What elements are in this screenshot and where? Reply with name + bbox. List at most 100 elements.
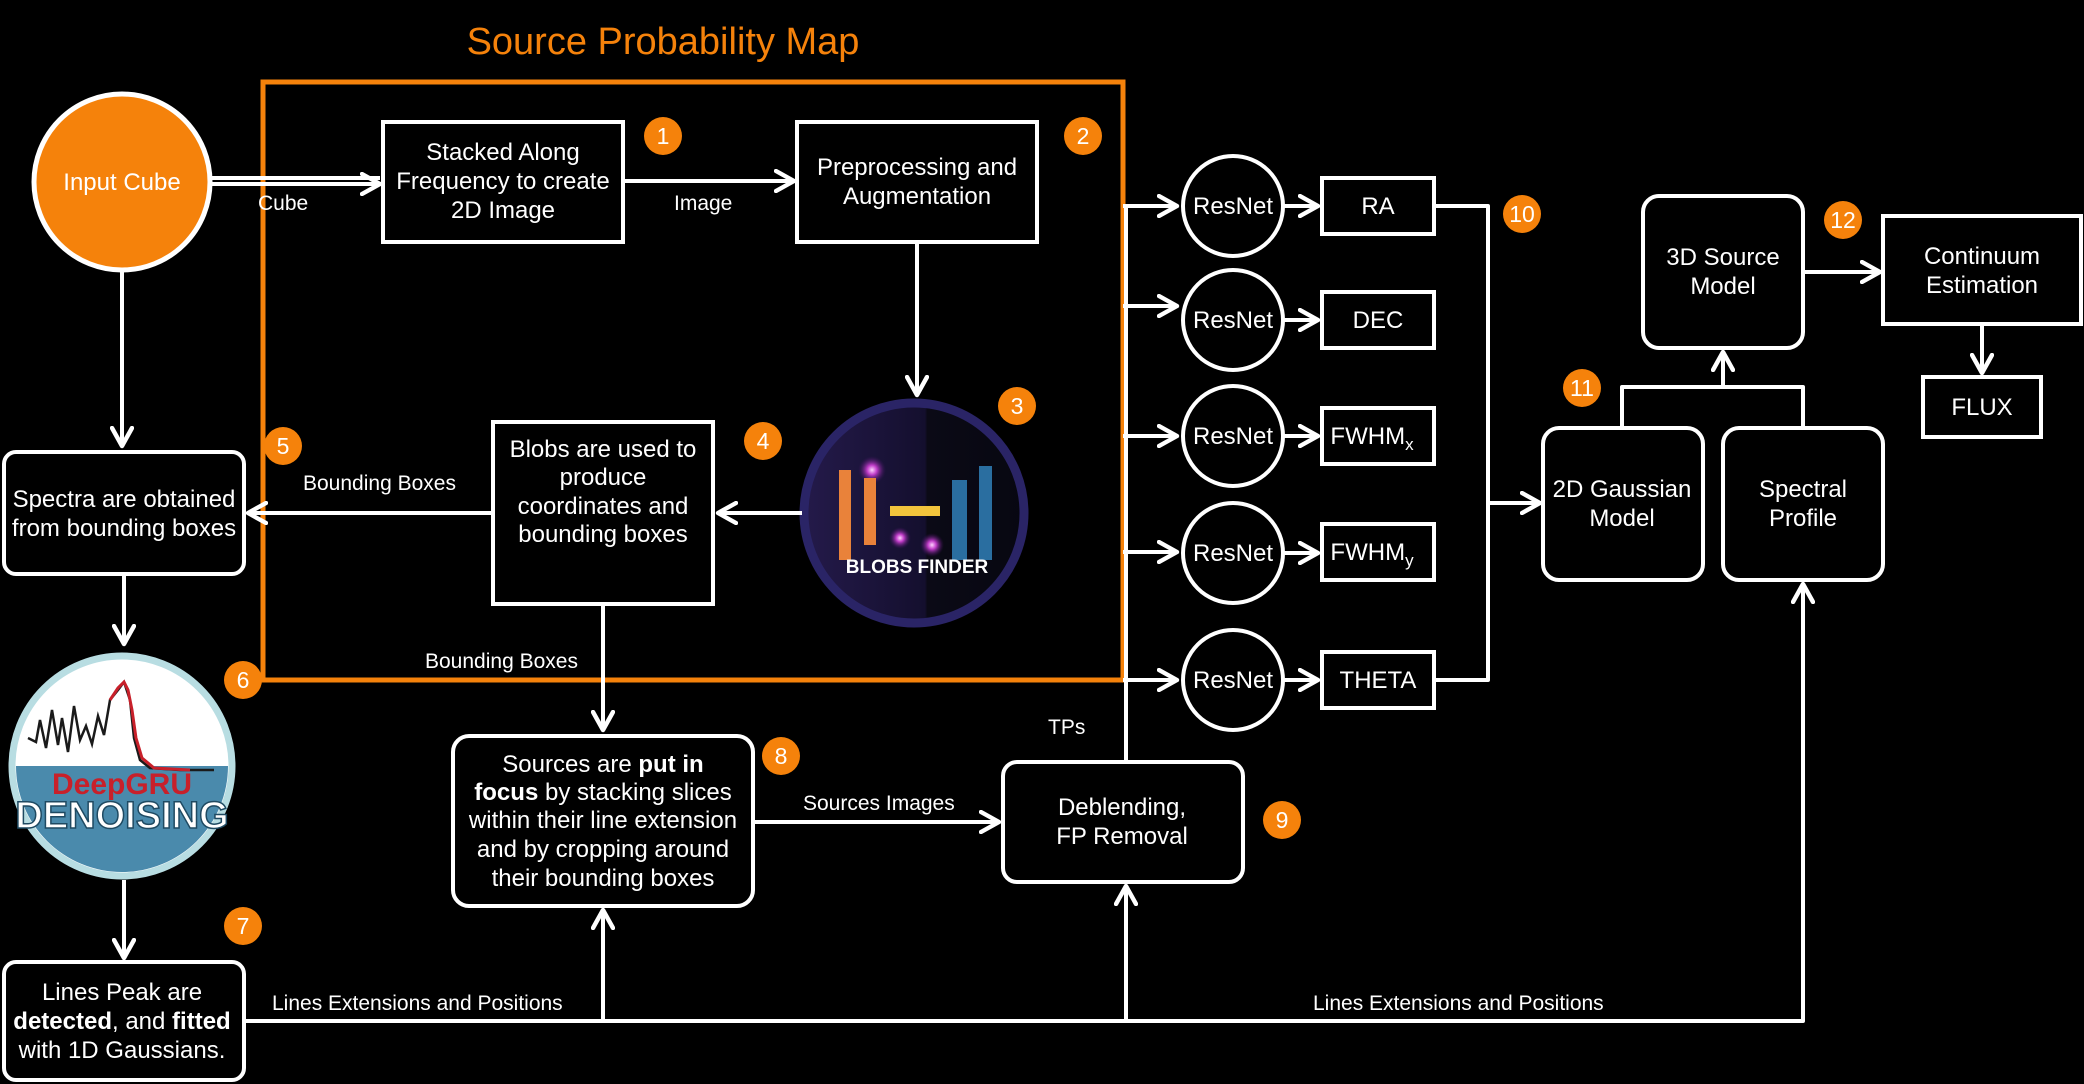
lines-peak-and: , and [112,1008,172,1035]
fwhm-y-box [1320,522,1436,582]
lines-extensions-label-right: Lines Extensions and Positions [1313,992,1604,1015]
spectra-box-line: Spectra are obtained [13,486,236,513]
gaussian-2d-line: 2D Gaussian [1553,476,1692,503]
deepgru-subtitle: DENOISING [15,795,228,837]
focus-box-line-2: focus by stacking slices [474,779,731,806]
step-badge: 12 [1824,201,1862,239]
blobs-box-line: produce [560,464,647,491]
blobs-finder-logo: BLOBS FINDER [799,398,1029,628]
bounding-boxes-label-left: Bounding Boxes [303,472,456,495]
resnet-node: ResNet [1181,154,1285,258]
deblending-box [1001,760,1245,884]
resnet-label: ResNet [1193,423,1273,450]
deblending-box-line: Deblending, [1058,794,1186,821]
blobs-box-line: bounding boxes [518,521,687,548]
step-badge: 5 [264,427,302,465]
source-3d-box [1641,194,1805,350]
spectral-profile-box [1721,426,1885,582]
step-badge: 7 [224,907,262,945]
step-badge: 11 [1563,369,1601,407]
step-badge-number: 2 [1077,123,1090,149]
stack-box-line: Stacked Along [426,139,579,166]
fwhm-x-box [1320,406,1436,466]
fwhm-text: FWHM [1330,423,1405,450]
continuum-line: Continuum [1924,243,2040,270]
step-badge-number: 6 [237,667,250,693]
resnet-label: ResNet [1193,540,1273,567]
step-badge: 2 [1064,117,1102,155]
ra-label: RA [1361,193,1394,220]
step-badge-number: 3 [1011,393,1024,419]
source-3d-line: Model [1690,273,1755,300]
dec-box [1320,290,1436,350]
lines-peak-line-2: detected, and fitted [13,1008,230,1035]
gaussian-2d-box [1541,426,1705,582]
flux-box [1921,375,2043,439]
step-badge: 1 [644,117,682,155]
flux-label: FLUX [1951,394,2012,421]
lines-peak-line-1: Lines Peak are [42,979,202,1006]
tps-label: TPs [1048,716,1085,739]
resnet-label: ResNet [1193,307,1273,334]
blobs-box-line: coordinates and [518,493,689,520]
preprocessing-box [795,120,1039,244]
lines-extensions-label-left: Lines Extensions and Positions [272,992,563,1015]
blobs-box-line: Blobs are used to [510,436,697,463]
resnet-node: ResNet [1181,268,1285,372]
dec-label: DEC [1353,307,1404,334]
step-badge-number: 7 [237,913,250,939]
deepgru-denoising-logo: DeepGRU DENOISING [8,652,236,880]
diagram-title: Source Probability Map [467,21,860,63]
fwhm-y-label: FWHMy [1330,539,1414,570]
bounding-boxes-label-down: Bounding Boxes [425,650,578,673]
stack-box-line: 2D Image [451,197,555,224]
deepgru-title: DeepGRU [52,768,192,801]
source-probability-map-frame [260,79,1126,683]
deblending-box-line: FP Removal [1056,823,1188,850]
fwhm-x-label: FWHMx [1330,423,1414,454]
fwhm-text: FWHM [1330,539,1405,566]
lines-peak-line-3: with 1D Gaussians. [18,1037,226,1064]
cube-edge-label: Cube [258,192,308,215]
gaussian-2d-line: Model [1589,505,1654,532]
source-3d-line: 3D Source [1666,244,1779,271]
resnet-node: ResNet [1181,384,1285,488]
continuum-box [1881,214,2083,326]
preprocessing-box-line: Preprocessing and [817,154,1017,181]
focus-box-line-4: and by cropping around [477,836,729,863]
spectra-box-line: from bounding boxes [12,515,236,542]
lines-peak-detected: detected [13,1008,112,1035]
focus-box-bold: put in [638,751,703,778]
resnet-label: ResNet [1193,667,1273,694]
spectral-profile-line: Profile [1769,505,1837,532]
stack-box-line: Frequency to create [396,168,609,195]
step-badge-number: 12 [1830,207,1856,233]
step-badge: 6 [224,661,262,699]
theta-label: THETA [1340,667,1417,694]
focus-box-line-3: within their line extension [468,807,737,834]
continuum-line: Estimation [1926,272,2038,299]
lines-peak-fitted: fitted [172,1008,231,1035]
step-badge: 9 [1263,801,1301,839]
step-badge-number: 9 [1276,807,1289,833]
step-badge-number: 5 [277,433,290,459]
sources-images-label: Sources Images [803,792,955,815]
spectral-profile-line: Spectral [1759,476,1847,503]
step-badge: 8 [762,737,800,775]
focus-box-text: by stacking slices [538,779,731,806]
focus-box-line-5: their bounding boxes [492,865,715,892]
input-cube-label: Input Cube [63,169,180,196]
step-badge-number: 4 [757,428,770,454]
step-badge-number: 10 [1509,201,1535,227]
blobs-finder-logo-text: BLOBS FINDER [846,557,989,578]
resnet-label: ResNet [1193,193,1273,220]
focus-box-text: Sources are [502,751,638,778]
step-badge: 10 [1503,195,1541,233]
fwhm-subscript-y: y [1405,551,1414,570]
resnet-node: ResNet [1181,628,1285,732]
step-badge-number: 8 [775,743,788,769]
preprocessing-box-line: Augmentation [843,183,991,210]
step-badge: 4 [744,422,782,460]
resnet-node: ResNet [1181,501,1285,605]
spectra-box [2,450,246,576]
